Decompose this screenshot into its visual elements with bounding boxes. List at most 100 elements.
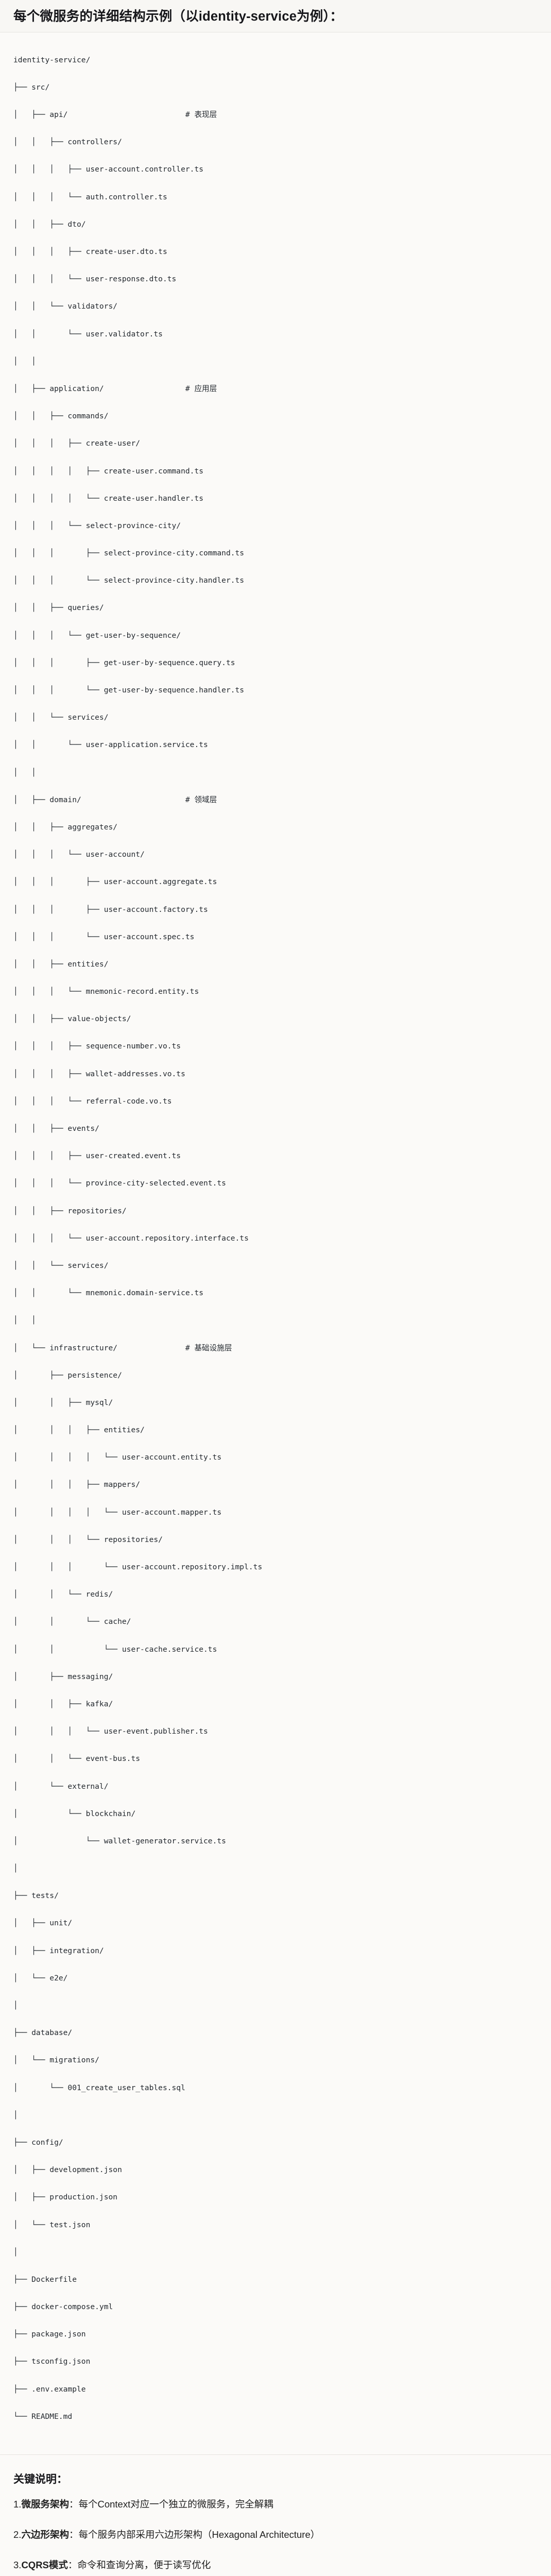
tree-line: │ — [13, 2247, 18, 2257]
tree-line: │ │ │ ├── user-account.factory.ts — [13, 905, 208, 914]
tree-line: │ └── blockchain/ — [13, 1809, 136, 1818]
tree-line-comment: # 应用层 — [185, 384, 217, 393]
tree-line: │ │ │ └── user-account.spec.ts — [13, 932, 195, 941]
tree-line: │ │ │ ├── create-user.dto.ts — [13, 247, 167, 257]
tree-line: │ ├── development.json — [13, 2165, 122, 2175]
tree-line: │ │ └── validators/ — [13, 302, 118, 311]
tree-line: │ │ │ └── province-city-selected.event.t… — [13, 1179, 226, 1188]
tree-line: │ │ │ └── mnemonic-record.entity.ts — [13, 987, 199, 996]
tree-line: │ │ └── cache/ — [13, 1617, 131, 1626]
tree-line: │ │ ├── kafka/ — [13, 1699, 113, 1708]
key-note-term: CQRS模式 — [21, 2559, 68, 2570]
tree-line: │ │ │ └── select-province-city/ — [13, 521, 181, 530]
tree-line: │ │ │ └── referral-code.vo.ts — [13, 1096, 172, 1106]
tree-line: │ └── test.json — [13, 2220, 91, 2229]
tree-line: │ │ │ └── repositories/ — [13, 1535, 163, 1544]
tree-line: │ ├── messaging/ — [13, 1672, 113, 1681]
tree-line: │ — [13, 1864, 18, 1873]
tree-line: ├── tests/ — [13, 1891, 59, 1901]
tree-line: │ │ │ │ └── user-account.entity.ts — [13, 1453, 222, 1462]
key-notes-title: 关键说明： — [13, 2473, 67, 2485]
key-note-description: ：每个Context对应一个独立的微服务，完全解耦 — [68, 2498, 273, 2510]
tree-line: │ │ ├── repositories/ — [13, 1206, 127, 1215]
tree-line: │ ├── persistence/ — [13, 1370, 122, 1380]
tree-line: │ │ │ │ └── user-account.mapper.ts — [13, 1507, 222, 1517]
tree-line: │ │ │ └── get-user-by-sequence.handler.t… — [13, 686, 245, 695]
tree-line: │ │ ├── commands/ — [13, 412, 109, 421]
tree-line: ├── database/ — [13, 2028, 73, 2038]
page-header: 每个微服务的详细结构示例（以identity-service为例）： — [0, 0, 551, 33]
page-title: 每个微服务的详细结构示例（以identity-service为例）： — [13, 9, 343, 24]
tree-line: │ └── migrations/ — [13, 2056, 99, 2065]
tree-line: ├── package.json — [13, 2330, 86, 2339]
tree-line: │ │ └── services/ — [13, 1261, 109, 1270]
tree-line: │ │ │ ├── mappers/ — [13, 1480, 141, 1489]
tree-line: │ └── external/ — [13, 1782, 109, 1791]
tree-line: │ ├── integration/ — [13, 1946, 104, 1955]
tree-line: │ │ │ └── user-account.repository.impl.t… — [13, 1563, 263, 1572]
tree-line: │ │ ├── dto/ — [13, 219, 86, 229]
tree-line: │ ├── application/ # 应用层 — [13, 384, 217, 393]
key-notes-block: 关键说明： 1.微服务架构：每个Context对应一个独立的微服务，完全解耦 2.… — [0, 2454, 551, 2576]
tree-line: │ │ │ ├── select-province-city.command.t… — [13, 549, 245, 558]
tree-line-comment: # 基础设施层 — [185, 1343, 232, 1352]
tree-line: │ │ │ ├── get-user-by-sequence.query.ts — [13, 658, 235, 667]
tree-line: │ │ └── event-bus.ts — [13, 1754, 141, 1764]
key-note-item: 2.六边形架构：每个服务内部采用六边形架构（Hexagonal Architec… — [13, 2528, 538, 2542]
tree-line-comment: # 领域层 — [185, 795, 217, 804]
tree-line: │ — [13, 2110, 18, 2120]
tree-line: ├── config/ — [13, 2138, 63, 2147]
tree-line: │ │ ├── mysql/ — [13, 1398, 113, 1407]
tree-line: │ │ └── user-cache.service.ts — [13, 1645, 217, 1654]
tree-line: │ │ │ │ ├── create-user.command.ts — [13, 466, 204, 476]
tree-line: │ │ ├── entities/ — [13, 959, 109, 969]
key-note-item: 3.CQRS模式：命令和查询分离，便于读写优化 — [13, 2558, 538, 2572]
tree-line: │ — [13, 2001, 18, 2010]
tree-line: │ │ └── mnemonic.domain-service.ts — [13, 1289, 204, 1298]
key-note-number: 1. — [13, 2498, 22, 2510]
tree-line: │ │ │ ├── create-user/ — [13, 439, 141, 448]
tree-line: │ ├── domain/ # 领域层 — [13, 795, 217, 804]
tree-line: │ │ └── user-application.service.ts — [13, 740, 208, 750]
tree-line: │ │ │ ├── sequence-number.vo.ts — [13, 1042, 181, 1051]
tree-line: │ │ ├── aggregates/ — [13, 822, 118, 832]
tree-line: │ │ │ ├── user-account.aggregate.ts — [13, 877, 217, 887]
tree-line: │ ├── production.json — [13, 2193, 118, 2202]
key-note-number: 3. — [13, 2559, 22, 2570]
tree-line: │ │ └── services/ — [13, 713, 109, 722]
directory-tree-block: identity-service/ ├── src/ │ ├── api/ # … — [0, 32, 551, 2449]
tree-line: │ │ │ │ └── create-user.handler.ts — [13, 494, 204, 503]
key-note-description: ：每个服务内部采用六边形架构（Hexagonal Architecture） — [68, 2529, 320, 2540]
tree-line: ├── .env.example — [13, 2384, 86, 2394]
tree-line: │ │ — [13, 357, 36, 366]
tree-line: │ │ ├── queries/ — [13, 603, 104, 613]
tree-line: │ ├── api/ # 表现层 — [13, 110, 217, 120]
tree-line: │ │ — [13, 1316, 36, 1325]
tree-line: └── README.md — [13, 2412, 73, 2421]
tree-line: │ │ ├── controllers/ — [13, 138, 122, 147]
key-note-description: ：命令和查询分离，便于读写优化 — [67, 2559, 211, 2570]
tree-line: │ │ │ └── auth.controller.ts — [13, 192, 167, 201]
tree-line: │ │ │ └── select-province-city.handler.t… — [13, 576, 245, 585]
key-notes-list: 1.微服务架构：每个Context对应一个独立的微服务，完全解耦 2.六边形架构：… — [13, 2498, 538, 2576]
tree-line: │ │ │ └── get-user-by-sequence/ — [13, 631, 181, 640]
key-note-item: 1.微服务架构：每个Context对应一个独立的微服务，完全解耦 — [13, 2498, 538, 2512]
tree-line: │ └── 001_create_user_tables.sql — [13, 2083, 185, 2092]
tree-line: │ │ — [13, 768, 36, 777]
tree-line: identity-service/ — [13, 55, 91, 64]
tree-line: ├── tsconfig.json — [13, 2357, 91, 2366]
tree-line: │ │ └── user.validator.ts — [13, 329, 163, 338]
tree-line: │ │ │ └── user-event.publisher.ts — [13, 1727, 208, 1736]
tree-line: ├── Dockerfile — [13, 2275, 77, 2284]
tree-line: │ │ │ ├── wallet-addresses.vo.ts — [13, 1069, 185, 1078]
tree-line: │ │ ├── events/ — [13, 1124, 99, 1133]
tree-line: │ │ │ └── user-response.dto.ts — [13, 275, 177, 284]
tree-line: │ ├── unit/ — [13, 1919, 73, 1928]
key-note-number: 2. — [13, 2529, 22, 2540]
tree-line: │ │ ├── value-objects/ — [13, 1014, 131, 1024]
tree-line-comment: # 表现层 — [185, 110, 217, 120]
tree-line: │ │ │ └── user-account.repository.interf… — [13, 1233, 249, 1243]
tree-line: │ │ │ └── user-account/ — [13, 850, 145, 859]
tree-line: │ │ └── redis/ — [13, 1590, 113, 1599]
